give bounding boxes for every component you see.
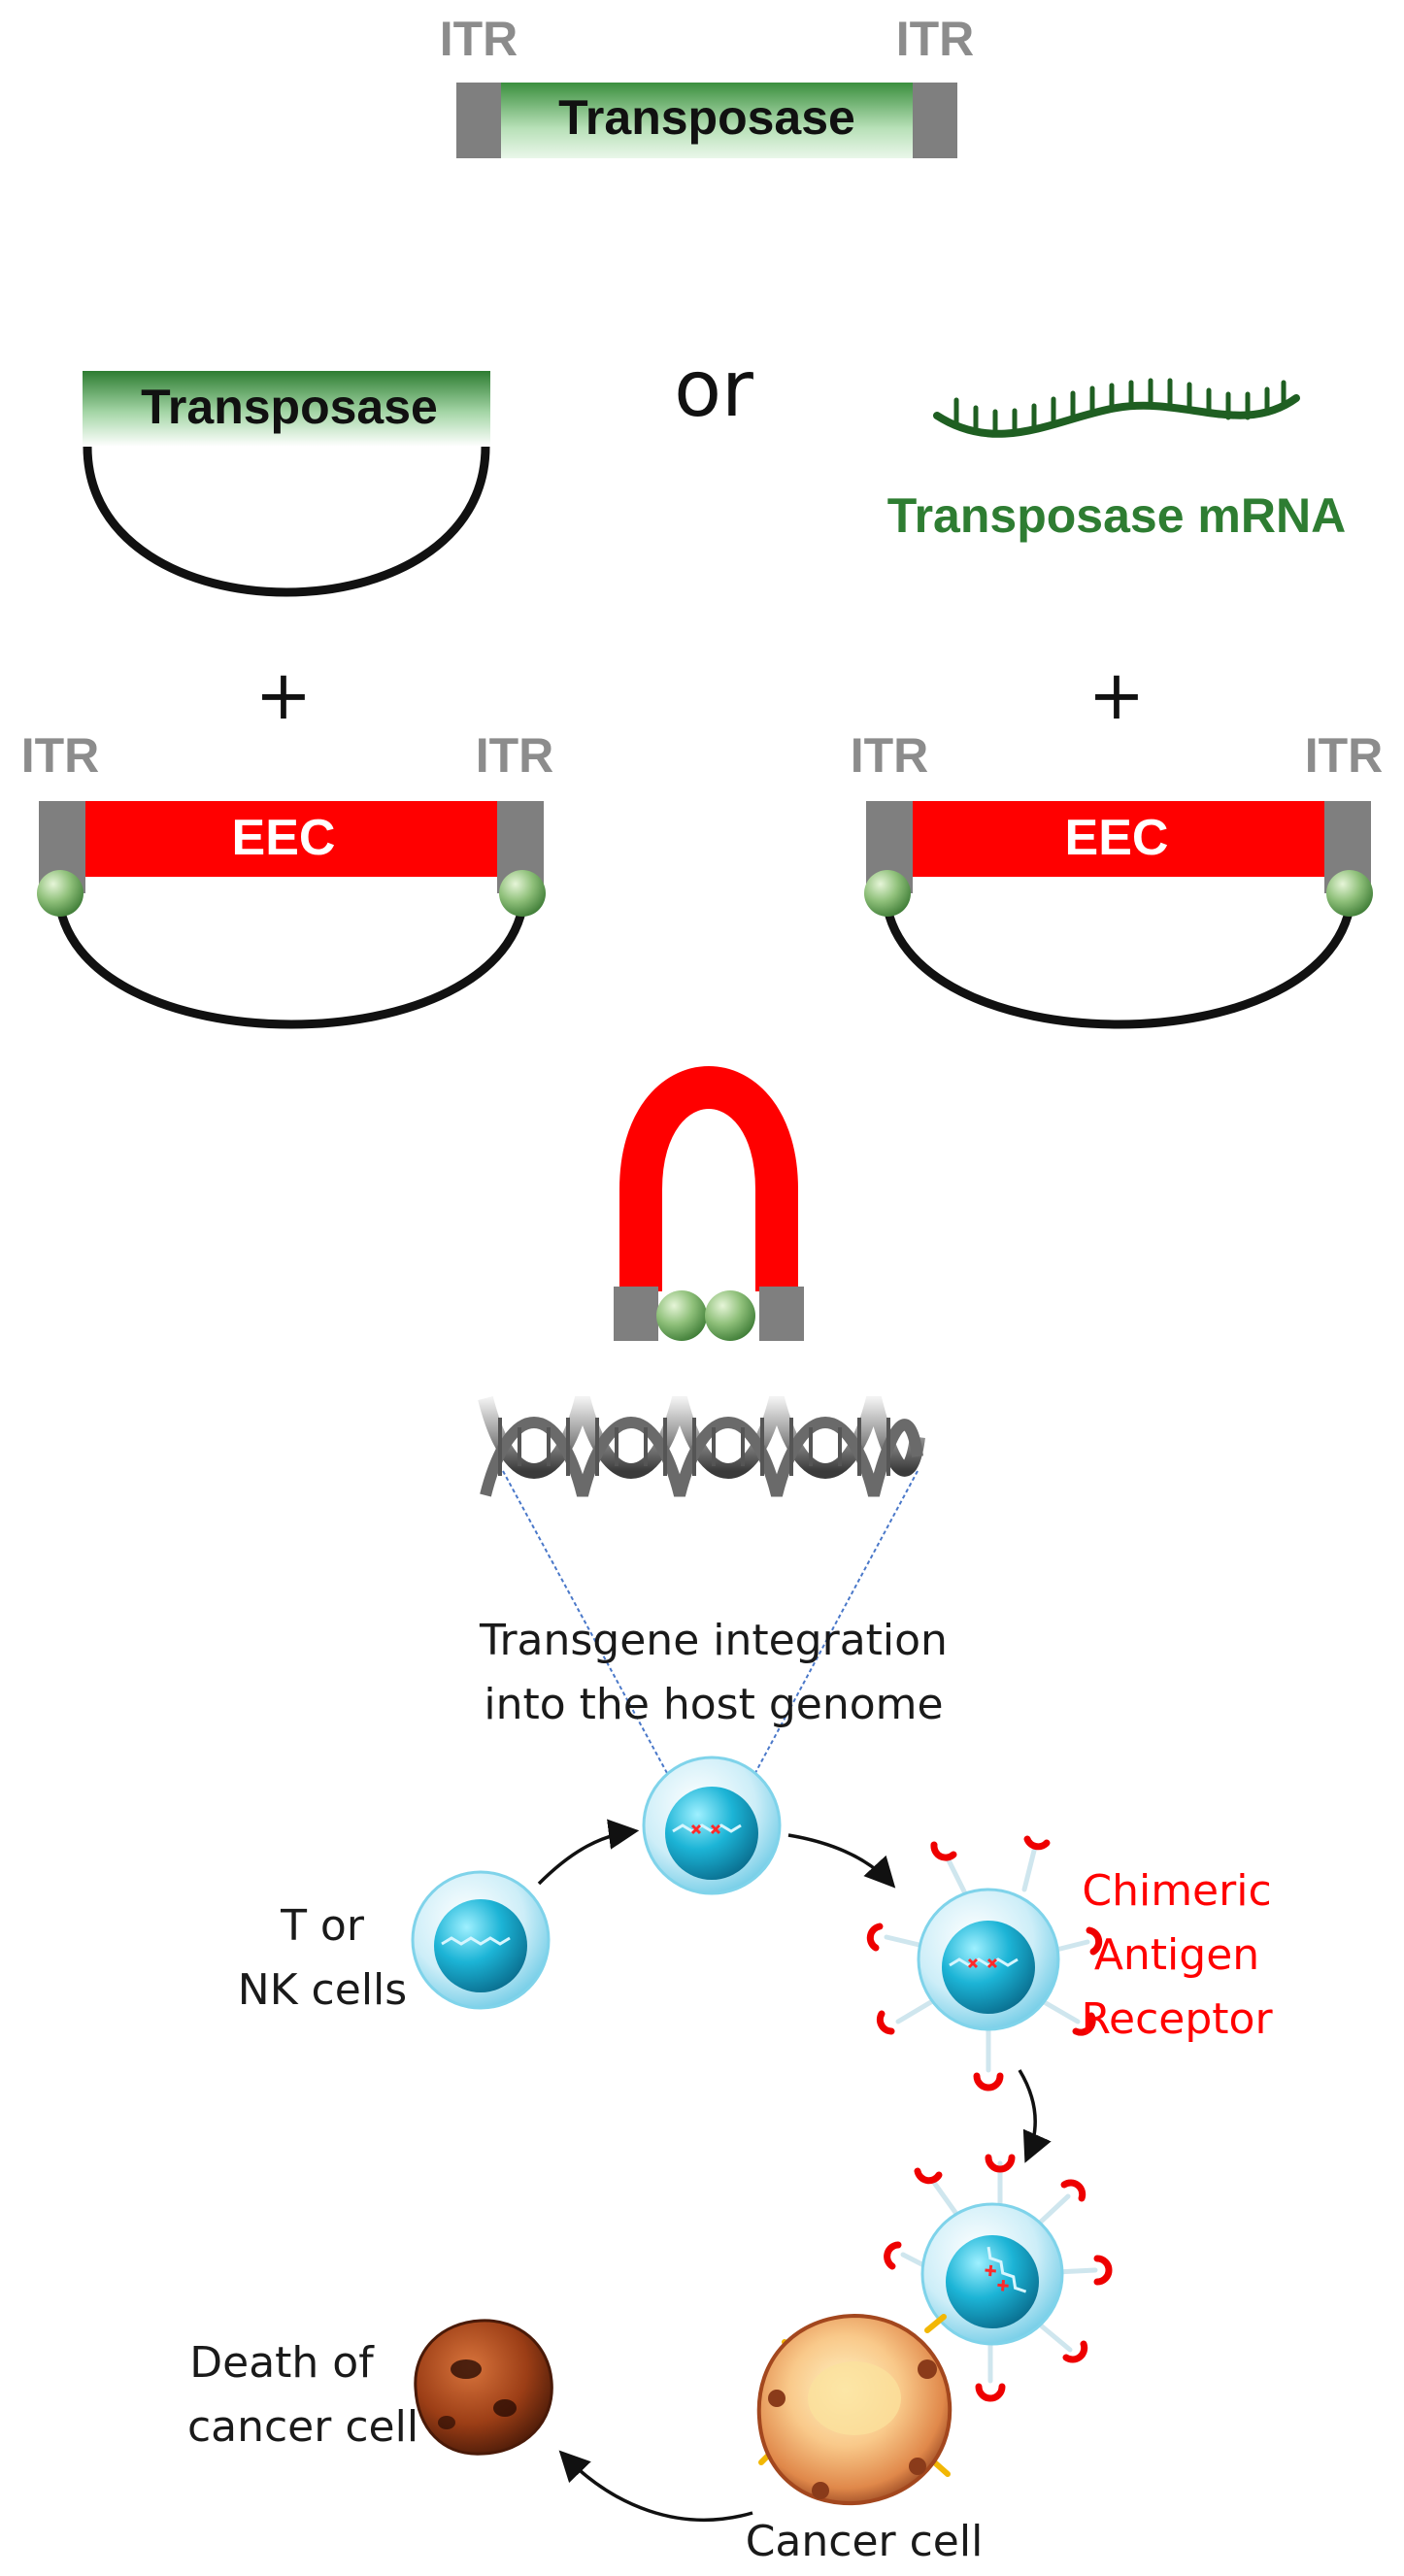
donor-right-itr-right-label: ITR [1305,728,1384,783]
arrow-transfected-to-car [787,1833,896,1889]
plasmid-backbone [83,446,490,597]
or-label: or [674,344,753,434]
donor-right-eec-bar [913,801,1324,877]
engaging-cell-insert [985,2264,1009,2292]
zoom-line-left [502,1470,681,1797]
transposon-arch [619,1066,798,1291]
transfected-cell-dna [672,1823,742,1833]
donor-right-bead-right [1326,870,1373,917]
dead-cell-body [414,2319,553,2456]
donor-plasmid-left: ITR ITR EEC [21,728,554,1029]
top-itr-right-label: ITR [896,12,975,66]
plasmid-transposase-bar [83,371,490,447]
transposon-bead-right [705,1290,755,1341]
donor-left-eec-bar [85,801,497,877]
mrna-bases [953,378,1287,438]
cancer-bleb-2 [768,2390,786,2407]
transposon-itr-right [759,1287,804,1341]
donor-left-bead-left [37,870,84,917]
cancer-bleb-1 [918,2359,937,2379]
helix-rungs [498,1418,890,1476]
dna-double-helix [478,1396,925,1497]
car-label-line3: Receptor [1081,1994,1273,2044]
t-cell-dna [441,1936,511,1946]
donor-left-itr-left-label: ITR [21,728,100,783]
car-receptors [884,1848,1090,2073]
arrow-tcell-to-transfected [537,1819,640,1886]
cancer-cell-label: Cancer cell [746,2517,984,2566]
cancer-bleb-3 [812,2482,829,2499]
donor-left-backbone [53,892,529,1029]
car-cell-dna [949,1957,1019,1967]
plus-left: + [255,655,313,735]
plasmid-transposase-label: Transposase [141,380,438,434]
top-itr-left-label: ITR [440,12,518,66]
arrow-car-to-engaging [1018,2069,1052,2163]
car-t-cell [866,1835,1103,2091]
integration-caption-line1: Transgene integration [479,1616,948,1665]
cancer-cell-nucleus [808,2361,901,2435]
transposase-plasmid: Transposase [83,371,490,597]
engaging-car-cell [884,2154,1113,2402]
car-label-line1: Chimeric [1082,1866,1271,1916]
dead-cell-spot-1 [451,2359,482,2379]
donor-left-itr-right-label: ITR [476,728,554,783]
itr-block-left [456,83,501,158]
cancer-bleb-4 [909,2458,926,2475]
integration-caption-line2: into the host genome [484,1680,943,1729]
t-nk-cell [411,1870,551,2010]
car-receptor-heads [866,1835,1103,2091]
mrna-label: Transposase mRNA [887,488,1346,543]
car-label-line2: Antigen [1094,1930,1259,1980]
transposon-bead-left [656,1290,707,1341]
top-transposase-cassette: ITR ITR Transposase [440,12,975,158]
t-cell-nucleus [434,1899,527,1992]
mrna-strand [933,394,1300,438]
dead-cell-spot-2 [493,2399,517,2417]
donor-right-eec-label: EEC [1065,810,1169,866]
transposon-itr-left [614,1287,658,1341]
cancer-cell [756,2313,953,2506]
transfected-cell [642,1756,782,1895]
excised-transposon [614,1066,804,1341]
death-label-line1: Death of [189,2338,375,2388]
donor-left-eec-label: EEC [232,810,336,866]
dead-cancer-cell [414,2319,553,2456]
dead-cell-spot-3 [438,2416,455,2429]
death-label-line2: cancer cell [187,2402,418,2452]
t-nk-label-line1: T or [280,1901,365,1951]
donor-right-bead-left [864,870,911,917]
donor-plasmid-right: ITR ITR EEC [851,728,1384,1029]
transfected-cell-insert [690,1823,721,1835]
zoom-line-right [742,1470,919,1797]
engaging-cell-nucleus [946,2235,1039,2328]
donor-left-bead-right [499,870,546,917]
flow-arrows [537,1819,1052,2522]
donor-right-itr-left-label: ITR [851,728,929,783]
transposase-mrna: Transposase mRNA [887,378,1346,543]
car-cell-insert [967,1957,998,1969]
plus-right: + [1088,655,1146,735]
donor-right-backbone [881,892,1356,1029]
top-transposase-label: Transposase [558,90,855,145]
itr-block-right [913,83,957,158]
engaging-car-receptor-heads [884,2154,1113,2402]
engaging-cell-dna [986,2246,1027,2293]
t-nk-label-line2: NK cells [238,1965,407,2015]
arrow-cancer-to-death [558,2450,753,2522]
transposase-bar [501,83,913,158]
